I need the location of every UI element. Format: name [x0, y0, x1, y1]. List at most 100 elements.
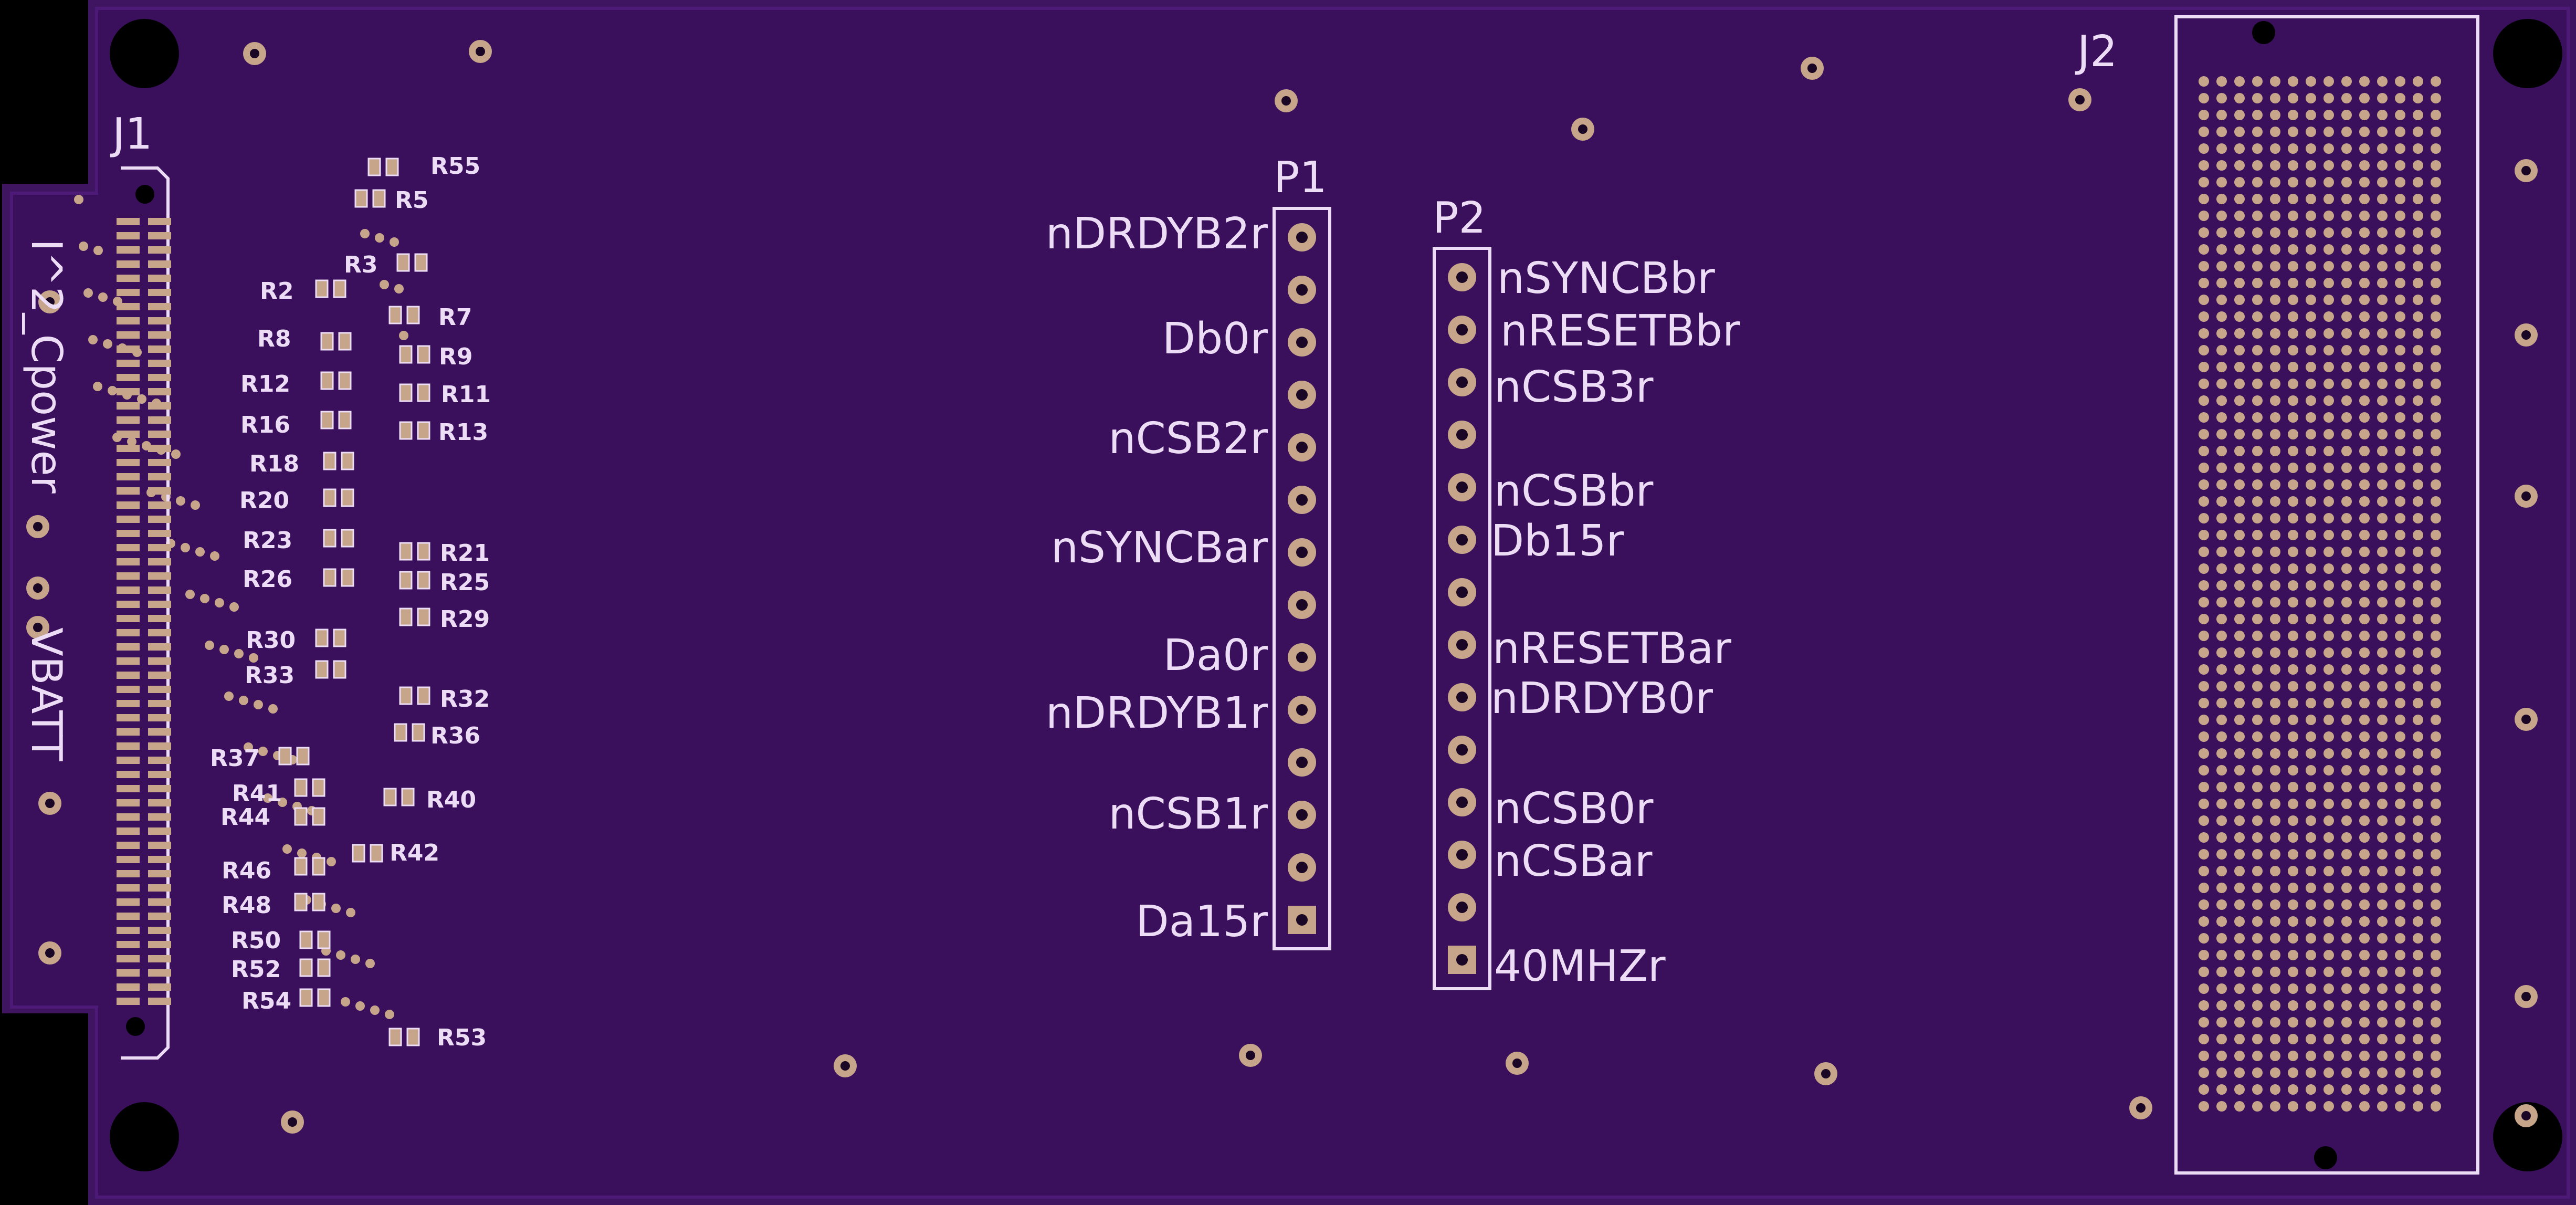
j2-pin	[2199, 664, 2209, 675]
j2-pin	[2413, 799, 2423, 809]
j2-pin	[2234, 278, 2245, 288]
j2-pin	[2413, 614, 2423, 624]
micro-via	[239, 696, 248, 705]
j2-pin	[2288, 1017, 2298, 1028]
j2-pin	[2413, 983, 2423, 994]
j2-pin	[2395, 278, 2405, 288]
j2-pin	[2377, 479, 2388, 490]
j2-pin	[2377, 295, 2388, 305]
j2-pin	[2234, 883, 2245, 893]
j2-pin	[2359, 429, 2370, 439]
p1-grp-pin-drill	[1296, 757, 1308, 768]
p1-pin-label: nCSB2r	[1108, 414, 1268, 464]
j2-pin	[2306, 748, 2316, 759]
p1-grp-pin-drill	[1296, 337, 1308, 348]
j2-pin	[2270, 731, 2280, 742]
j2-pin	[2252, 177, 2263, 187]
j2-pin	[2359, 866, 2370, 876]
j2-pin	[2288, 731, 2298, 742]
j2-pin	[2359, 681, 2370, 691]
j2-pin	[2199, 446, 2209, 456]
j2-pin	[2199, 379, 2209, 389]
j2-pin	[2270, 1067, 2280, 1078]
j2-pin	[2431, 513, 2441, 523]
j1-pad	[148, 473, 171, 480]
j2-pin	[2413, 681, 2423, 691]
j2-pin	[2288, 664, 2298, 675]
j2-pin	[2199, 983, 2209, 994]
j1-pad	[117, 416, 140, 424]
via-drill	[33, 623, 43, 632]
j2-pin	[2270, 1084, 2280, 1095]
micro-via	[249, 653, 258, 663]
j2-pin	[2431, 563, 2441, 574]
j2-pin	[2359, 933, 2370, 944]
resistor-ref-label: R42	[390, 840, 440, 866]
j2-pin	[2234, 379, 2245, 389]
j2-pin	[2199, 1017, 2209, 1028]
j2-pin	[2323, 194, 2334, 204]
j1-pad	[148, 657, 171, 665]
j2-pin	[2288, 311, 2298, 322]
via-drill	[1821, 1069, 1831, 1078]
j2-pin	[2270, 580, 2280, 591]
j2-pin	[2199, 395, 2209, 406]
via-drill	[45, 948, 55, 958]
j2-pin	[2199, 899, 2209, 910]
j1-pad	[148, 913, 171, 920]
j1-pad	[117, 672, 140, 679]
resistor-pad	[341, 452, 354, 470]
j2-pin	[2359, 614, 2370, 624]
j2-pin	[2306, 849, 2316, 860]
j1-pad	[148, 260, 171, 268]
j2-pin	[2252, 1034, 2263, 1044]
p2-grp-pin-drill	[1456, 481, 1468, 493]
j2-pin	[2234, 93, 2245, 103]
resistor-pad	[317, 930, 331, 949]
j2-pin	[2216, 883, 2227, 893]
j2-pin	[2216, 815, 2227, 826]
j2-pin	[2341, 748, 2352, 759]
j2-pin	[2216, 127, 2227, 137]
j2-pin	[2323, 345, 2334, 355]
j2-pin	[2377, 1084, 2388, 1095]
resistor-pad	[406, 306, 420, 324]
p1-pin-label: nCSB1r	[1108, 789, 1268, 839]
resistor-pad	[417, 345, 430, 364]
j2-pin	[2413, 395, 2423, 406]
j2-pin	[2252, 110, 2263, 120]
j2-pin	[2216, 950, 2227, 960]
j2-pin	[2341, 1067, 2352, 1078]
j2-pin	[2252, 362, 2263, 372]
j2-pin	[2359, 362, 2370, 372]
j2-pin	[2288, 883, 2298, 893]
j2-pin	[2234, 1101, 2245, 1112]
j2-pin	[2431, 899, 2441, 910]
j2-pin	[2377, 866, 2388, 876]
resistor-ref-label: R23	[243, 527, 293, 554]
via-drill	[476, 47, 485, 56]
resistor-pad	[312, 857, 325, 876]
j2-pin	[2288, 832, 2298, 843]
j2-pin	[2306, 1067, 2316, 1078]
j2-pin	[2341, 479, 2352, 490]
micro-via	[103, 339, 112, 349]
j2-pin	[2341, 967, 2352, 977]
j2-pin	[2199, 1051, 2209, 1061]
j2-pin	[2395, 194, 2405, 204]
j2-pin	[2306, 446, 2316, 456]
via-drill	[1246, 1051, 1255, 1060]
p2-grp-pin-drill	[1456, 902, 1468, 913]
j2-pin	[2288, 698, 2298, 708]
j2-pin	[2323, 614, 2334, 624]
j2-pin	[2199, 127, 2209, 137]
j2-pin	[2306, 93, 2316, 103]
micro-via	[93, 246, 103, 255]
via-drill	[33, 522, 43, 531]
micro-via	[263, 793, 272, 803]
j2-pin	[2359, 110, 2370, 120]
j2-pin	[2323, 748, 2334, 759]
j2-pin	[2377, 967, 2388, 977]
j1-pad	[148, 856, 171, 863]
